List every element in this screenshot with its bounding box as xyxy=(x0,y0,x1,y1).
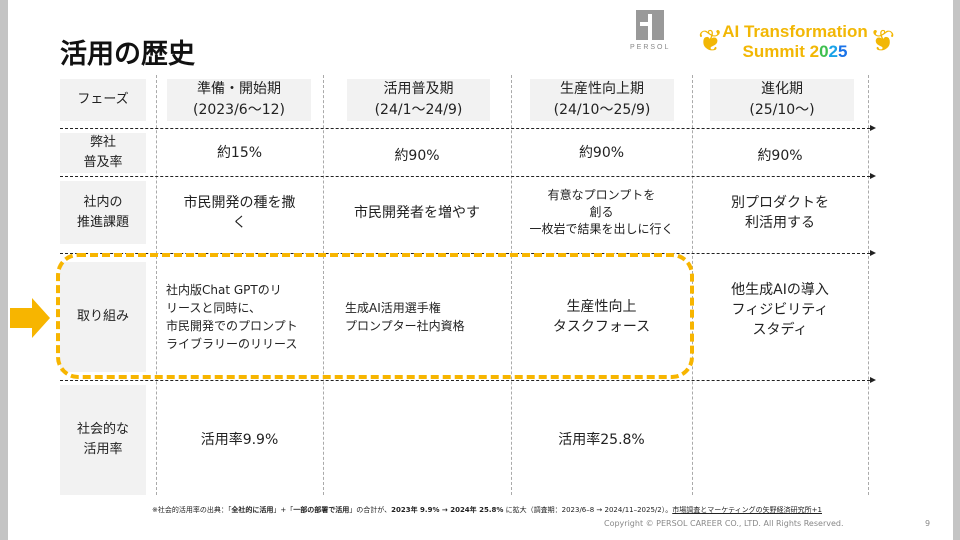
copyright: Copyright © PERSOL CAREER CO., LTD. All … xyxy=(604,519,844,528)
challenge-cell: 有意なプロンプトを 創る 一枚岩で結果を出しに行く xyxy=(529,188,674,236)
phase-header: 進化期 (25/10～) xyxy=(710,79,854,121)
timeline-arrow xyxy=(60,377,876,383)
footnote-text: 」の合計が、 xyxy=(349,506,392,514)
slide-frame-right xyxy=(953,0,960,540)
summit-line1: AI Transformation xyxy=(722,22,868,41)
timeline-arrow xyxy=(60,173,876,179)
slide-frame-left xyxy=(0,0,8,540)
row-label-adoption: 弊社 普及率 xyxy=(60,133,146,173)
row-label-phase: フェーズ xyxy=(60,79,146,121)
challenge-cell: 市民開発の種を撒 く xyxy=(183,194,296,231)
footnote-text: ※社会的活用率の出典：「 xyxy=(152,506,232,514)
initiative-cell: 生産性向上 タスクフォース xyxy=(552,299,651,335)
page-number: 9 xyxy=(925,519,931,528)
summit-logo: AI Transformation Summit 2025 xyxy=(700,22,890,62)
phase-period: (24/1～24/9) xyxy=(374,102,463,118)
summit-year-digit: 5 xyxy=(838,42,848,61)
summit-year-digit: 2 xyxy=(809,42,820,61)
adoption-cell: 約90% xyxy=(578,145,625,161)
phase-period: (25/10～) xyxy=(749,102,815,118)
persol-wordmark: PERSOL xyxy=(630,44,671,51)
footnote: ※社会的活用率の出典：「全社的に活用」+「一部の部署で活用」の合計が、2023年… xyxy=(152,505,822,515)
phase-name: 生産性向上期 xyxy=(560,81,644,97)
persol-mark-icon xyxy=(636,10,664,40)
social-rate-cell xyxy=(692,385,868,495)
row-label-initiatives: 取り組み xyxy=(60,262,146,372)
phase-header: 活用普及期 (24/1～24/9) xyxy=(347,79,490,121)
adoption-cell: 約90% xyxy=(757,148,803,164)
phase-name: 進化期 xyxy=(761,81,803,97)
challenge-cell: 市民開発者を増やす xyxy=(354,204,480,221)
social-rate-cell xyxy=(323,385,511,495)
footnote-bold: 一部の部署で活用 xyxy=(293,506,350,514)
persol-logo: PERSOL xyxy=(630,10,670,60)
timeline-arrow xyxy=(60,125,876,131)
source-link[interactable]: 市場調査とマーケティングの矢野経済研究所+1 xyxy=(672,506,822,514)
phase-header: 生産性向上期 (24/10～25/9) xyxy=(530,79,674,121)
phase-name: 準備・開始期 xyxy=(197,81,281,97)
row-label-challenges: 社内の 推進課題 xyxy=(60,181,146,244)
adoption-cell: 約90% xyxy=(394,148,440,164)
highlight-arrow-icon xyxy=(10,298,50,338)
highlight-box xyxy=(56,253,694,379)
footnote-bold: 2023年 9.9% → 2024年 25.8% xyxy=(391,506,504,514)
summit-line2: Summit 2025 xyxy=(742,42,848,61)
summit-year-digit: 0 xyxy=(819,42,829,61)
laurel-left-icon: ❦ xyxy=(698,24,724,59)
phase-header: 準備・開始期 (2023/6～12) xyxy=(167,79,311,121)
column-divider xyxy=(511,75,512,495)
social-rate-cell: 活用率9.9% xyxy=(200,432,279,448)
initiative-cell: 生成AI活用選手権 プロンプター社内資格 xyxy=(345,301,465,333)
footnote-text: に拡大（調査期：2023/6–8 → 2024/11–2025/2）。 xyxy=(503,506,673,514)
initiative-cell: 社内版Chat GPTのリ リースと同時に、 市民開発でのプロンプト ライブラリ… xyxy=(166,283,298,351)
phase-period: (24/10～25/9) xyxy=(553,102,651,118)
challenge-cell: 別プロダクトを 利活用する xyxy=(731,194,829,231)
summit-year-digit: 2 xyxy=(828,42,838,61)
phase-period: (2023/6～12) xyxy=(193,102,285,118)
adoption-cell: 約15% xyxy=(216,145,263,161)
column-divider xyxy=(156,75,157,495)
page-title: 活用の歴史 xyxy=(60,39,195,70)
column-divider xyxy=(868,75,869,495)
column-divider xyxy=(323,75,324,495)
initiative-cell: 他生成AIの導入 フィジビリティ スタディ xyxy=(731,282,829,338)
social-rate-cell: 活用率25.8% xyxy=(558,432,645,448)
phase-name: 活用普及期 xyxy=(383,81,454,97)
footnote-text: 」+「 xyxy=(273,506,294,514)
row-label-social-rate: 社会的な 活用率 xyxy=(60,385,146,495)
footnote-bold: 全社的に活用 xyxy=(231,506,274,514)
